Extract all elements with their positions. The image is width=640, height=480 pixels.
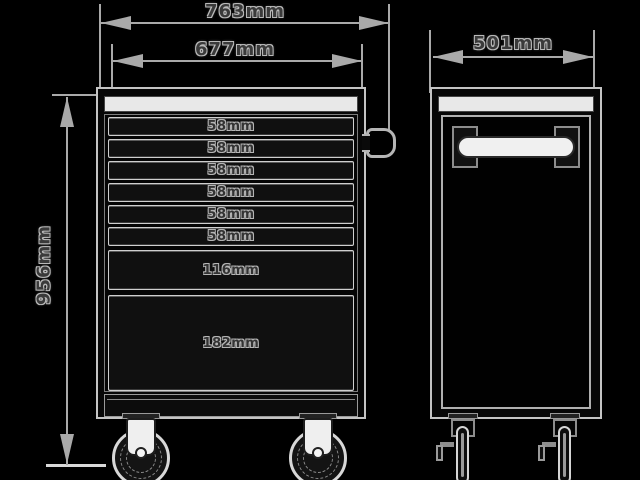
drawer-row: 58mm	[108, 227, 354, 246]
caster-plate	[550, 413, 580, 419]
wheel-side-line	[461, 433, 464, 477]
drawer-row: 58mm	[108, 205, 354, 224]
drawer-label: 58mm	[207, 119, 255, 134]
overall-width-label: 763mm	[204, 1, 286, 22]
caster-wheel-side	[558, 426, 571, 480]
drawer-row: 58mm	[108, 183, 354, 202]
base-rail	[104, 394, 358, 417]
caster-fork	[303, 418, 333, 456]
dim-arrow-left-icon	[433, 50, 463, 64]
brake-pedal	[538, 445, 545, 461]
drawer-row: 58mm	[108, 117, 354, 136]
drawer-label: 182mm	[202, 335, 260, 351]
depth-label: 501mm	[472, 33, 554, 54]
drawer-row: 58mm	[108, 139, 354, 158]
drawer-row: 58mm	[108, 161, 354, 180]
wheel-side-line	[563, 433, 566, 477]
extension-line	[593, 30, 595, 93]
dim-arrow-left-icon	[113, 54, 143, 68]
drawer-label: 116mm	[202, 262, 260, 278]
height-label: 956mm	[33, 224, 55, 306]
extension-line	[111, 44, 113, 96]
drawer-label: 58mm	[207, 229, 255, 244]
cabinet-top-rim	[104, 96, 358, 112]
drawer-label: 58mm	[207, 141, 255, 156]
caster-hub	[312, 447, 324, 459]
side-handle-bar	[457, 136, 575, 158]
push-handle-front	[366, 128, 396, 158]
brake-pedal	[436, 445, 443, 461]
extension-line	[52, 94, 96, 96]
drawer-row: 182mm	[108, 295, 354, 391]
dim-arrow-right-icon	[563, 50, 593, 64]
extension-line	[361, 44, 363, 96]
drawer-row: 116mm	[108, 250, 354, 290]
caster-wheel-side	[456, 426, 469, 480]
dim-arrow-up-icon	[60, 97, 74, 127]
dim-line-depth	[433, 56, 593, 58]
extension-line	[429, 30, 431, 93]
drawer-label: 58mm	[207, 207, 255, 222]
push-handle-mount	[362, 134, 370, 152]
dim-line-cabinet-width	[113, 60, 362, 62]
caster-plate	[448, 413, 478, 419]
extension-line	[388, 4, 390, 156]
dim-arrow-right-icon	[332, 54, 362, 68]
base-rail-line	[107, 399, 355, 400]
extension-line	[99, 4, 101, 97]
cabinet-width-label: 677mm	[194, 39, 276, 60]
cabinet-side-top-rim	[438, 96, 594, 112]
dim-line-height	[66, 97, 68, 465]
drawer-label: 58mm	[207, 185, 255, 200]
dim-arrow-right-icon	[359, 16, 389, 30]
drawer-label: 58mm	[207, 163, 255, 178]
brake-lever	[440, 442, 454, 447]
dim-line-overall-width	[101, 22, 389, 24]
dim-arrow-down-icon	[60, 434, 74, 464]
dim-arrow-left-icon	[101, 16, 131, 30]
brake-lever	[542, 442, 556, 447]
caster-hub	[135, 447, 147, 459]
ground-line	[46, 464, 106, 467]
drawer-bay-frame: 58mm 58mm 58mm 58mm 58mm 58mm 116mm 182m…	[104, 114, 358, 392]
